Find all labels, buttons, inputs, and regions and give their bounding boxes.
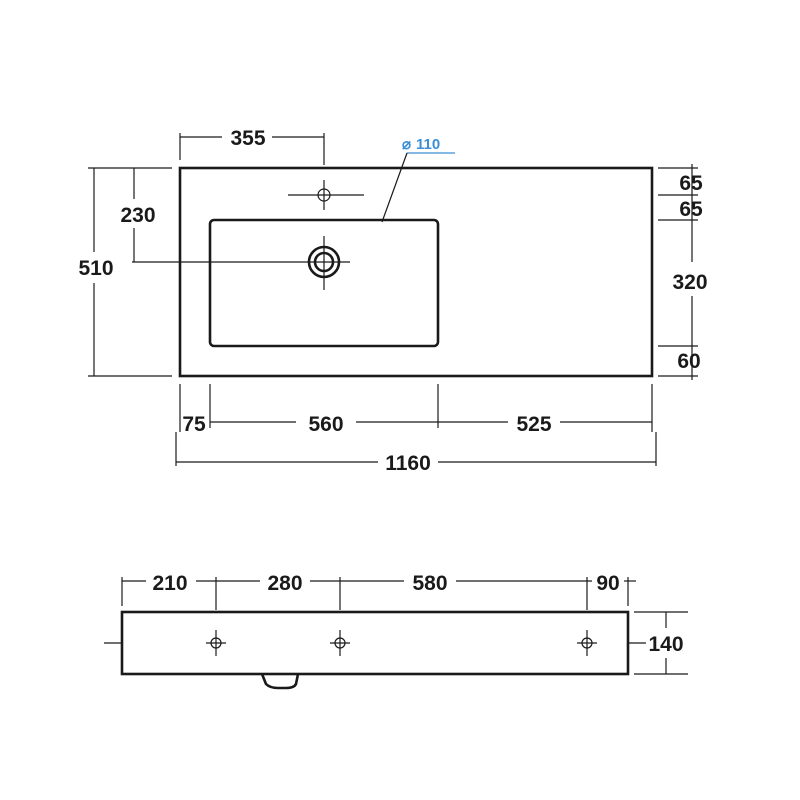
- dim-110-label: 110: [416, 136, 440, 153]
- dim-1160-label: 1160: [385, 452, 431, 475]
- dim-525-label: 525: [516, 413, 551, 436]
- dim-280-label: 280: [267, 572, 302, 595]
- dimension-510: 510: [78, 167, 172, 377]
- side-view: 210 280 580 90 140: [104, 572, 688, 690]
- top-view: 355 ⌀ 110 230 510: [78, 127, 707, 475]
- dimension-110: ⌀ 110: [381, 136, 455, 223]
- dimension-230: 230: [120, 167, 300, 263]
- dim-210-label: 210: [152, 572, 187, 595]
- dimension-355: 355: [179, 127, 325, 165]
- dim-60-label: 60: [677, 350, 700, 373]
- dim-560-label: 560: [308, 413, 343, 436]
- fixing-hole-1-icon: [206, 630, 226, 656]
- basin-bowl-outline: [208, 218, 440, 348]
- waste-outlet-icon: [260, 673, 300, 690]
- dim-355-label: 355: [230, 127, 265, 150]
- dimension-1160: 1160: [175, 432, 657, 475]
- dim-65-second-label: 65: [679, 198, 703, 221]
- drain-icon: [300, 236, 350, 290]
- dim-75-label: 75: [182, 413, 206, 436]
- basin-side-outline: [120, 610, 630, 676]
- dim-580-label: 580: [412, 572, 447, 595]
- dimension-bottom-chain: 75 560 525: [179, 384, 653, 436]
- diameter-symbol: ⌀: [402, 136, 411, 153]
- dim-510-label: 510: [78, 257, 113, 280]
- basin-top-outline: [178, 166, 654, 378]
- tap-hole-icon: [288, 180, 364, 210]
- dimension-right-chain: 65 65 320 60: [658, 164, 708, 380]
- dimension-140: 140: [634, 611, 688, 675]
- fixing-hole-2-icon: [330, 630, 350, 656]
- dim-320-label: 320: [672, 271, 707, 294]
- dim-65-top-label: 65: [679, 172, 703, 195]
- dim-90-label: 90: [596, 572, 619, 595]
- dimension-side-chain: 210 280 580 90: [122, 572, 636, 595]
- dim-230-label: 230: [120, 204, 155, 227]
- fixing-hole-3-icon: [577, 630, 597, 656]
- dim-140-label: 140: [648, 633, 683, 656]
